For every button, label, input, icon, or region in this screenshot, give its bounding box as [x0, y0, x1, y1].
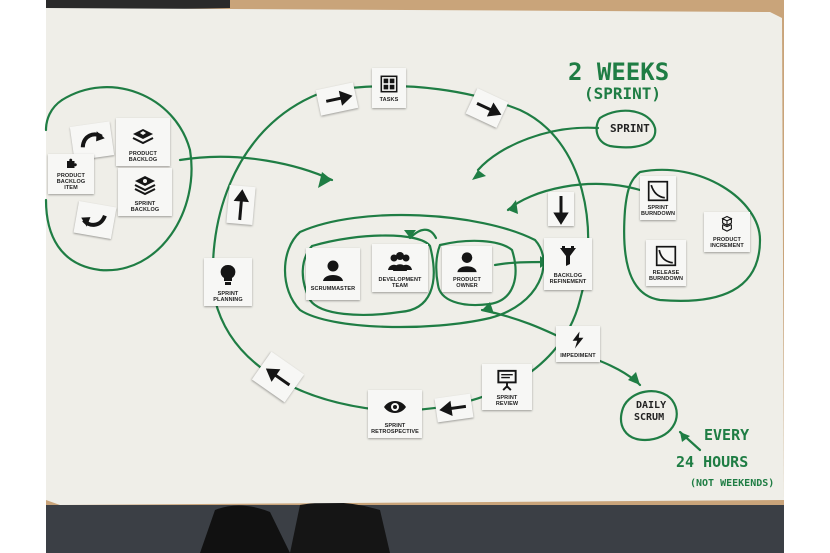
person-icon: [323, 260, 343, 281]
lightbulb-icon: [220, 264, 236, 285]
card-label: PRODUCT INCREMENT: [710, 237, 744, 249]
card-label: SPRINT BACKLOG: [130, 200, 160, 213]
handwritten-every: EVERY: [704, 426, 750, 444]
card-product-backlog-item: PRODUCT BACKLOG ITEM: [48, 154, 94, 194]
card-sprint-planning: SPRINT PLANNING: [204, 258, 252, 306]
loop-arrow-card-5: [251, 351, 305, 403]
card-development-team: DEVELOPMENT TEAM: [372, 244, 428, 292]
sprint-note-circle: [595, 109, 657, 149]
card-label: TASKS: [379, 96, 399, 103]
card-label: IMPEDIMENT: [560, 352, 596, 359]
handwritten-sprint-label: SPRINT: [610, 122, 650, 135]
eye-icon: [384, 400, 406, 413]
person-icon: [457, 252, 477, 273]
card-product-backlog: PRODUCT BACKLOG: [116, 118, 170, 166]
product-backlog-circle-end: [44, 98, 64, 132]
daily-scrum-circle: [619, 390, 678, 442]
sprint-note-arrow: [476, 126, 600, 172]
product-backlog-circle: [44, 86, 193, 272]
carpet: [46, 505, 784, 553]
card-label: SPRINT PLANNING: [213, 290, 243, 303]
handwritten-scrum: SCRUM: [634, 412, 665, 423]
loop-arrow-card-1: [315, 82, 359, 116]
artifacts-arrow: [506, 182, 642, 212]
card-impediment: IMPEDIMENT: [556, 326, 600, 362]
card-backlog-refinement: BACKLOG REFINEMENT: [544, 238, 592, 290]
card-product-owner: PRODUCT OWNER: [442, 246, 492, 292]
loop-arrow-card-4: [226, 184, 256, 226]
card-sprint-retrospective: SPRINT RETROSPECTIVE: [368, 390, 422, 438]
task-board-icon: [380, 75, 398, 92]
card-tasks: TASKS: [372, 68, 406, 108]
card-release-burndown: RELEASE BURNDOWN: [646, 240, 686, 286]
puzzle-piece-icon: [67, 158, 77, 168]
card-label: DEVELOPMENT TEAM: [378, 276, 422, 289]
stack-icon: [134, 175, 156, 195]
artifacts-circle: [623, 168, 762, 302]
right-border: [784, 0, 830, 553]
lightning-icon: [572, 331, 584, 348]
backlog-to-sprint-arrow: [178, 155, 334, 182]
loop-arrow-card-6: [434, 393, 474, 423]
burndown-chart-icon: [655, 245, 677, 266]
left-border: [0, 0, 46, 553]
card-sprint-burndown: SPRINT BURNDOWN: [640, 176, 676, 220]
burndown-chart-icon: [647, 180, 669, 201]
cubes-icon: [721, 215, 733, 232]
shoe-left: [200, 505, 290, 553]
card-sprint-backlog: SPRINT BACKLOG: [118, 168, 172, 216]
funnel-icon: [560, 245, 576, 266]
card-label: PRODUCT OWNER: [453, 277, 481, 289]
card-label: PRODUCT BACKLOG: [128, 150, 158, 163]
card-label: BACKLOG REFINEMENT: [549, 272, 587, 285]
card-label: SCRUMMASTER: [310, 285, 356, 292]
cycle-arrow-card-2: [73, 200, 117, 240]
scrum-team-circle: [283, 213, 545, 329]
loop-arrow-card-2: [465, 88, 509, 128]
handwritten-24-hours: 24 HOURS: [676, 453, 749, 471]
card-sprint-review: SPRINT REVIEW: [482, 364, 532, 410]
loop-arrow-card-3: [548, 192, 574, 226]
card-product-increment: PRODUCT INCREMENT: [704, 212, 750, 252]
cycle-arrow-card-1: [69, 121, 115, 161]
card-label: PRODUCT BACKLOG ITEM: [56, 173, 86, 191]
handwritten-not-weekends: (NOT WEEKENDS): [690, 478, 775, 489]
team-owner-arrow: [408, 228, 438, 240]
handwritten-two-weeks: 2 WEEKS: [568, 58, 670, 86]
card-scrummaster: SCRUMMASTER: [306, 248, 360, 300]
card-label: SPRINT RETROSPECTIVE: [371, 422, 419, 435]
group-icon: [388, 251, 412, 271]
handwritten-sprint-note: (SPRINT): [584, 84, 662, 103]
presentation-icon: [497, 369, 517, 391]
marker-arrowheads: [318, 170, 690, 442]
card-label: SPRINT BURNDOWN: [640, 204, 676, 217]
stack-icon: [132, 128, 154, 144]
card-label: RELEASE BURNDOWN: [648, 269, 684, 282]
shoe-right: [290, 502, 390, 553]
handwritten-daily: DAILY: [636, 400, 667, 411]
card-label: SPRINT REVIEW: [495, 395, 519, 407]
